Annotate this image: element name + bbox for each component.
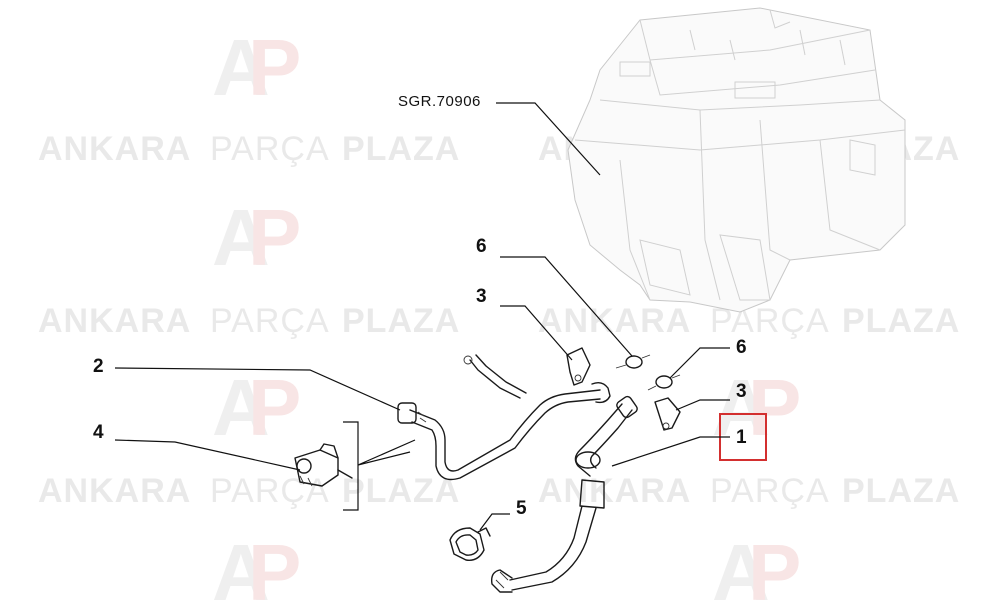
leader-line-5	[479, 513, 510, 531]
svg-text:A: A	[212, 193, 270, 282]
svg-text:P: P	[248, 528, 301, 600]
part-3-clip-upper	[566, 347, 591, 386]
svg-text:PARÇA: PARÇA	[210, 130, 330, 168]
part-5-hose-clamp	[449, 527, 491, 561]
svg-text:P: P	[248, 193, 301, 282]
group-bracket	[343, 421, 416, 511]
callout-label-6-upper: 6	[476, 236, 487, 257]
svg-text:A: A	[212, 363, 270, 452]
callout-3-right: 3	[675, 381, 747, 411]
leader-line-2	[114, 367, 401, 411]
callout-label-6-right: 6	[736, 337, 747, 358]
callout-label-1: 1	[736, 427, 747, 448]
callout-2: 2	[93, 356, 401, 411]
heater-unit-assembly	[567, 7, 906, 313]
svg-text:ANKARA: ANKARA	[538, 472, 691, 510]
reference-leader-line	[496, 102, 601, 176]
svg-text:P: P	[748, 528, 801, 600]
ap-logo-icon: A P	[212, 23, 301, 112]
ap-logo-icon: A P	[712, 363, 801, 452]
svg-text:ANKARA: ANKARA	[38, 302, 191, 340]
part-2-heater-pipe	[397, 354, 611, 481]
svg-text:PLAZA: PLAZA	[842, 302, 960, 340]
watermark-row: ANKARA PARÇA PLAZA ANKARA PARÇA PLAZA	[38, 472, 960, 510]
callout-label-5: 5	[516, 498, 527, 519]
callout-6-upper: 6	[476, 236, 633, 357]
svg-text:ANKARA: ANKARA	[38, 472, 191, 510]
ap-logo-icon: A P	[212, 363, 301, 452]
ap-logo-icon: A P	[712, 528, 801, 600]
part-3-clip-lower	[654, 397, 681, 431]
reference-callout: SGR.70906	[398, 93, 601, 176]
callout-label-2: 2	[93, 356, 104, 377]
part-1-heater-pipe	[490, 395, 638, 593]
callout-label-4: 4	[93, 422, 104, 443]
callout-label-3-upper: 3	[476, 286, 487, 307]
svg-text:PARÇA: PARÇA	[210, 472, 330, 510]
svg-text:PLAZA: PLAZA	[842, 472, 960, 510]
callout-6-right: 6	[669, 337, 747, 379]
callout-4: 4	[93, 422, 301, 471]
svg-text:PLAZA: PLAZA	[342, 472, 460, 510]
svg-text:P: P	[748, 363, 801, 452]
leader-line-3-upper	[500, 305, 573, 361]
svg-text:PLAZA: PLAZA	[342, 302, 460, 340]
callout-label-3-right: 3	[736, 381, 747, 402]
svg-text:A: A	[712, 528, 770, 600]
leader-line-3-right	[675, 399, 730, 411]
part-6-seal-upper	[615, 354, 651, 369]
watermark-row: ANKARA PARÇA PLAZA ANKARA PARÇA PLAZA	[38, 302, 960, 340]
leader-line-4	[114, 439, 301, 471]
svg-text:ANKARA: ANKARA	[38, 130, 191, 168]
svg-text:P: P	[248, 363, 301, 452]
svg-text:PARÇA: PARÇA	[710, 472, 830, 510]
reference-label: SGR.70906	[398, 93, 481, 110]
callout-1: 1	[611, 413, 767, 467]
leader-line-6-right	[669, 347, 730, 379]
svg-text:PARÇA: PARÇA	[210, 302, 330, 340]
ap-logo-icon: A P	[212, 528, 301, 600]
part-4-valve-fitting	[294, 443, 353, 487]
svg-text:A: A	[212, 528, 270, 600]
leader-line-1	[611, 436, 730, 467]
callout-5: 5	[479, 498, 527, 531]
svg-text:P: P	[248, 23, 301, 112]
ap-logo-icon: A P	[212, 193, 301, 282]
leader-line-6-upper	[500, 256, 633, 357]
svg-text:A: A	[212, 23, 270, 112]
part-6-seal-lower	[647, 374, 681, 391]
callout-3-upper: 3	[476, 286, 573, 361]
svg-text:PLAZA: PLAZA	[342, 130, 460, 168]
svg-text:ANKARA: ANKARA	[538, 302, 691, 340]
